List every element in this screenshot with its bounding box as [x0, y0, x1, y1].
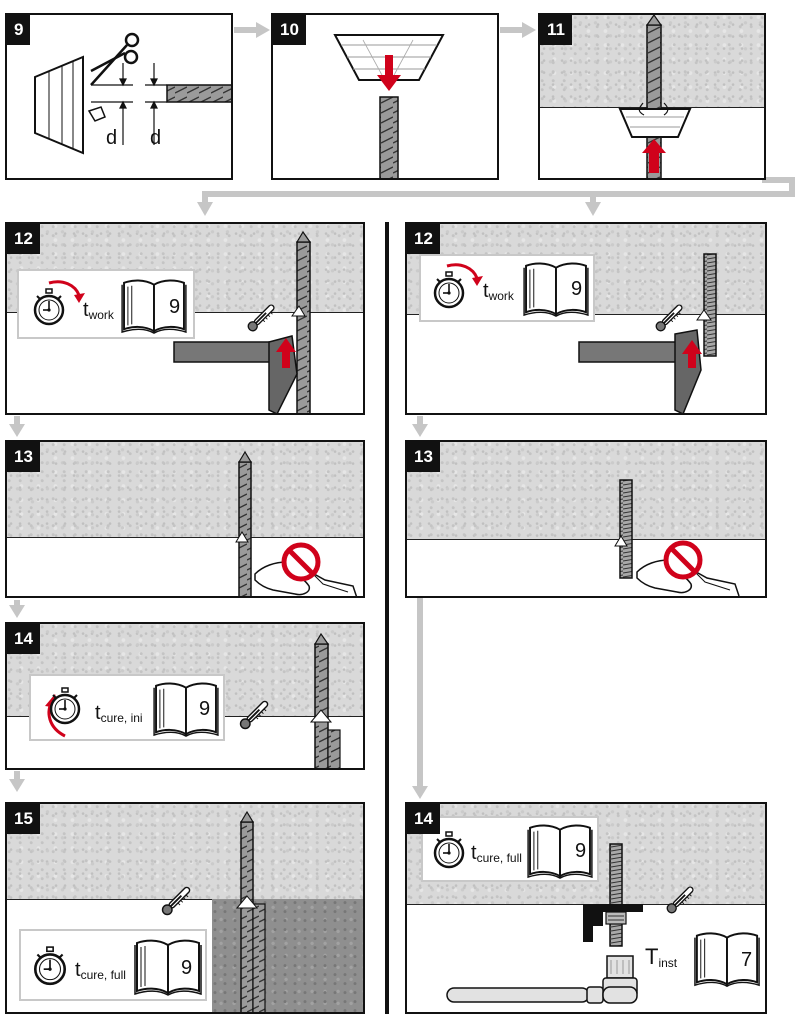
thermometer-icon [664, 883, 697, 917]
step-number: 12 [7, 224, 40, 254]
cut-rebar-illustration [34, 32, 231, 155]
torque-install-illustration [446, 843, 761, 1004]
diameter-label-right: d [150, 127, 162, 149]
manual-page-ref: 7 [741, 949, 753, 971]
hammer-rebar-illustration [173, 230, 312, 413]
step-number: 15 [7, 804, 40, 834]
step-number: 11 [540, 15, 572, 45]
stopwatch-icon [433, 270, 465, 309]
thermometer-icon [237, 697, 272, 733]
step-13-panel-rebar: 13 [5, 440, 365, 598]
push-arrow [649, 151, 659, 173]
working-time-box: twork 9 [419, 254, 595, 322]
full-cure-time-box: tcure, full 9 [421, 816, 599, 882]
push-rebar-into-hole-illustration [618, 15, 692, 178]
step-10-panel: 10 [271, 13, 499, 180]
no-touch-icon [637, 543, 739, 596]
step-number: 14 [407, 804, 440, 834]
hammer-anchor-rod-illustration [578, 253, 717, 413]
thermometer-icon [159, 883, 194, 919]
initial-cure-time-label: tcure, ini [95, 702, 143, 725]
step-13-panel-anchor: 13 [405, 440, 767, 598]
manual-page-ref: 9 [169, 296, 181, 318]
scissors-icon [90, 32, 140, 86]
step-12-panel-rebar: 12 twork 9 [5, 222, 365, 415]
step-9-panel: 9 d d [5, 13, 233, 180]
column-divider [385, 222, 389, 1014]
stopwatch-icon [433, 830, 465, 869]
step-number: 10 [273, 15, 306, 45]
stopwatch-icon [33, 945, 67, 986]
insert-arrow [385, 55, 393, 77]
step-number: 14 [7, 624, 40, 654]
step-number: 13 [407, 442, 440, 472]
step-15-panel-rebar: 15 tcure, full 9 [5, 802, 365, 1014]
step-11-panel: 11 [538, 13, 766, 180]
initial-cure-illustration [237, 632, 341, 768]
thermometer-icon [653, 301, 686, 335]
strike-arrow [688, 350, 696, 368]
stopwatch-icon [49, 686, 81, 725]
concrete-block [7, 442, 363, 538]
manual-page-ref: 9 [571, 278, 583, 300]
full-cure-time-box: tcure, full 9 [19, 929, 207, 1001]
insert-rebar-into-mixer-illustration [333, 34, 445, 178]
rebar [166, 84, 231, 103]
diameter-label-left: d [106, 127, 118, 149]
manual-page-ref: 9 [181, 957, 193, 979]
full-cure-time-label: tcure, full [471, 842, 522, 865]
initial-cure-time-box: tcure, ini 9 [29, 674, 225, 741]
no-touch-icon [255, 545, 357, 598]
step-12-panel-anchor: 12 twork 9 [405, 222, 767, 415]
new-concrete-pour [212, 899, 363, 1012]
thermometer-icon [245, 301, 278, 335]
working-time-label: twork [83, 299, 114, 322]
concrete-block [407, 442, 765, 540]
working-time-label: twork [483, 280, 514, 303]
do-not-touch-illustration [235, 450, 365, 598]
do-not-touch-illustration [614, 479, 767, 598]
concrete-block [7, 804, 363, 900]
nut [605, 911, 627, 925]
hammer-icon [173, 335, 298, 413]
full-cure-illustration [159, 810, 266, 1012]
hammer-icon [578, 329, 702, 413]
step-number: 13 [7, 442, 40, 472]
step-number: 12 [407, 224, 440, 254]
step-14-panel-anchor: 14 Tinst 7 tcure, full 9 [405, 802, 767, 1014]
step-number: 9 [7, 15, 31, 45]
manual-page-ref: 9 [575, 840, 587, 862]
step-14-panel-rebar: 14 tcure, ini 9 [5, 622, 365, 770]
full-cure-time-label: tcure, full [75, 959, 126, 982]
stopwatch-icon [33, 287, 65, 326]
working-time-box: twork 9 [17, 269, 195, 339]
strike-arrow [282, 348, 290, 368]
install-torque-label: Tinst [645, 944, 678, 970]
manual-page-ref: 9 [199, 698, 211, 720]
socket-wrench-icon [446, 955, 638, 1004]
